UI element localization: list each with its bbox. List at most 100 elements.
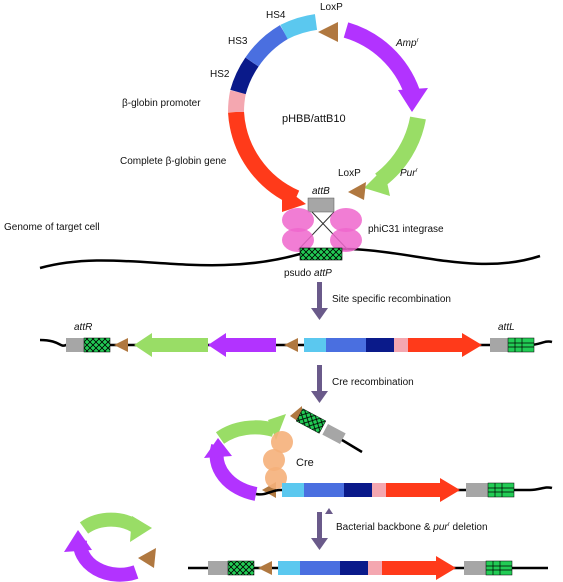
integrase-label: phiC31 integrase [368,224,444,235]
attl-green [507,337,535,353]
cre-label: Cre [296,457,314,469]
row3-gene [382,556,456,580]
cre-protein-1 [271,431,293,453]
row1-loxp-right [284,338,298,352]
cre-protein-2 [263,449,285,471]
attb-label: attB [312,186,330,197]
genome-integration: Genome of target cell phiC31 integrase p… [4,208,541,279]
excised-loxp [138,548,156,568]
row2-hs2 [344,483,372,497]
cre-loop: Cre [204,406,363,501]
step3-arrow-head [311,538,328,550]
row3-hs4 [278,561,300,575]
row2-hs4 [282,483,304,497]
plasmid-name: pHBB/attB10 [282,113,346,125]
genome-line [39,247,541,270]
step3-arrow-shaft [317,512,322,540]
row2-attl-grey [466,483,488,497]
pur-label: Purr [400,168,419,179]
amp-segment [343,22,420,95]
integrase-right-top [330,208,362,232]
row3-hs2 [340,561,368,575]
cre-loop-dna [341,438,363,454]
attp-hatch [300,248,342,260]
attr-label: attR [74,322,92,333]
row1-hs3 [326,338,366,352]
row1-promoter [394,338,408,352]
integrase-left-bottom [282,228,314,252]
excised-pur-arrowhead [130,516,152,542]
attl-grey [490,338,508,352]
amp-arrowhead [398,88,428,112]
row2-gene [386,478,460,502]
attb-box [307,197,335,213]
loxp-bottom-label: LoxP [338,168,361,179]
cre-attr-hatch [296,408,326,434]
step2: Cre recombination [311,365,414,403]
integrase-left-top [282,208,314,232]
promoter-label: β-globin promoter [122,98,201,109]
hs3-segment [245,25,289,67]
genome-label: Genome of target cell [4,222,100,233]
step2-arrow-shaft [317,365,322,393]
loxp-bottom-triangle [348,182,366,200]
attl-label: attL [498,322,515,333]
row3-loxp [258,561,272,575]
step3-label: Bacterial backbone & purr deletion [336,522,488,533]
step2-label: Cre recombination [332,377,414,388]
attl-hatch [508,338,534,352]
row1-gene [408,333,482,357]
excised-amp-arrowhead [64,530,92,552]
cre-amp-arrowhead [204,438,232,458]
row2-promoter [372,483,386,497]
step3: Bacterial backbone & purr deletion [311,508,488,550]
row1-hs4 [304,338,326,352]
excised-pur-arc [79,512,143,534]
loxp-top-label: LoxP [320,2,343,13]
cre-pur-arrowhead [268,414,286,440]
row3-attr-grey [208,561,228,575]
row2 [255,478,553,502]
step3-small-up-arrow [325,508,333,514]
gene-arrowhead [282,186,306,212]
step1-label: Site specific recombination [332,294,451,305]
pur-arrowhead [364,168,390,196]
gene-label: Complete β-globin gene [120,156,227,167]
step1-arrow-shaft [317,282,322,310]
hs4-label: HS4 [266,10,286,21]
hs2-segment [230,57,259,95]
plasmid: HS4 LoxP HS3 HS2 β-globin promoter Compl… [120,2,428,213]
step2-arrow-head [311,391,328,403]
amp-label: Ampr [395,38,420,49]
row3-promoter [368,561,382,575]
attr-hatch [84,338,110,352]
hs3-label: HS3 [228,36,248,47]
row3 [188,556,548,580]
row3-hs3 [300,561,340,575]
step1-arrow-head [311,308,328,320]
cre-attr-grey [322,424,346,444]
attp-label: psudo attP [284,268,332,279]
row1-loxp-left [114,338,128,352]
cre-protein-3 [265,467,287,489]
loxp-top-triangle [318,22,338,42]
attr-grey [66,338,84,352]
hs4-segment [280,14,318,40]
integrated-row: attR attL [39,322,553,357]
row1-pur [134,333,208,357]
excised-circle [64,512,156,582]
row3-attl-green [485,560,513,576]
row2-hs3 [304,483,344,497]
row3-attl-hatch [486,561,512,575]
step1: Site specific recombination [311,282,451,320]
row1-amp [208,333,276,357]
row1-hs2 [366,338,394,352]
hs2-label: HS2 [210,69,230,80]
promoter-segment [227,90,246,113]
row3-attr-hatch [228,561,254,575]
row3-attl-grey [464,561,486,575]
row2-attl-hatch [488,483,514,497]
cre-pur-arc [215,420,276,444]
